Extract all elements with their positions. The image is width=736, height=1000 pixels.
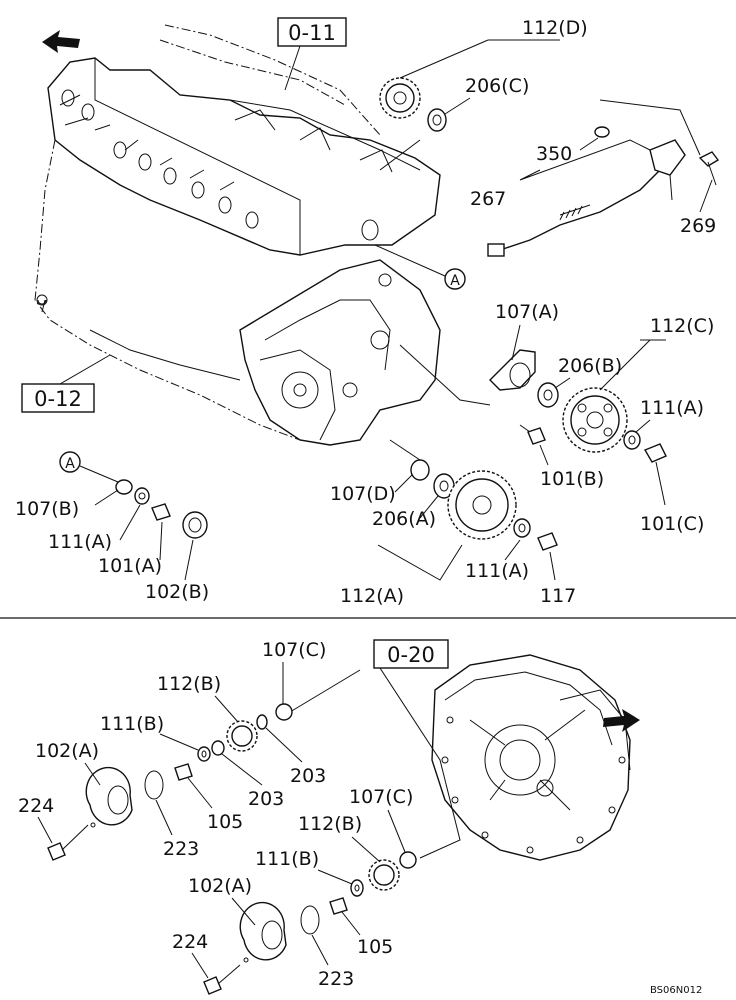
drawing-code: BS06N012: [650, 985, 702, 996]
cylinder-head-drawing: [47, 57, 441, 256]
bolt-105-bottom: [329, 897, 348, 915]
label-224-top: 224: [18, 795, 54, 817]
o-ring-223-top: [144, 770, 164, 800]
label-111b-bottom: 111(B): [255, 848, 319, 870]
washer-111a-left: [134, 487, 150, 505]
label-107d: 107(D): [330, 483, 396, 505]
cap-102b: [182, 511, 208, 539]
label-102b: 102(B): [145, 581, 209, 603]
cover-102a-top: [85, 766, 133, 828]
label-102a-top: 102(A): [35, 740, 99, 762]
label-111a-bottom: 111(A): [465, 560, 529, 582]
label-206a: 206(A): [372, 508, 436, 530]
label-112c: 112(C): [650, 315, 714, 337]
label-112a: 112(A): [340, 585, 404, 607]
shaft-107c-top: [275, 703, 293, 721]
lower-section: 0-20: [18, 639, 702, 996]
bolt-101b: [519, 424, 546, 445]
camshaft-gear-112d: [379, 77, 421, 119]
washer-203-top-b: [211, 740, 225, 756]
ref-marker-a-side: A: [59, 451, 119, 483]
label-224-bottom: 224: [172, 931, 208, 953]
label-111a-left: 111(A): [48, 531, 112, 553]
ref-box-cylinder-head: 0-11: [277, 17, 347, 91]
upper-section: 0-11 0-12 112(D) 206(C): [15, 17, 720, 607]
front-arrow-icon: [42, 30, 80, 53]
ref-marker-a-block: A: [374, 244, 466, 290]
svg-text:A: A: [450, 273, 460, 289]
label-112b-bottom: 112(B): [298, 813, 362, 835]
o-ring-223-bottom: [300, 905, 320, 935]
bushing-206b: [537, 382, 559, 408]
svg-text:0-11: 0-11: [288, 21, 336, 45]
label-111b-top: 111(B): [100, 713, 164, 735]
shaft-107d: [410, 459, 430, 481]
washer-111b-top: [197, 746, 211, 762]
gear-112b-top: [226, 720, 258, 752]
label-112b-top: 112(B): [157, 673, 221, 695]
front-arrow-lower-icon: [603, 709, 640, 732]
bolt-224-top: [47, 824, 89, 861]
label-117: 117: [540, 585, 576, 607]
label-102a-bottom: 102(A): [188, 875, 252, 897]
label-267: 267: [470, 188, 506, 210]
washer-203-top-a: [256, 714, 268, 730]
label-105-bottom: 105: [357, 936, 393, 958]
label-350: 350: [536, 143, 572, 165]
bolt-269: [698, 151, 720, 186]
svg-text:0-20: 0-20: [387, 643, 435, 667]
label-107c-bottom: 107(C): [349, 786, 413, 808]
label-101b: 101(B): [540, 468, 604, 490]
cover-102a-bottom: [239, 901, 287, 963]
sensor-harness-267: [487, 139, 686, 257]
valve-cover-outline-2: [159, 39, 346, 106]
label-111a-right: 111(A): [640, 397, 704, 419]
label-112d: 112(D): [522, 17, 588, 39]
idler-gear-112c: [562, 387, 628, 453]
ref-box-flywheel-housing: 0-20: [373, 639, 449, 669]
washer-111b-bottom: [350, 879, 364, 897]
label-105-top: 105: [207, 811, 243, 833]
plug-107b: [115, 479, 133, 495]
bushing-206a: [433, 473, 455, 499]
gear-112a: [447, 470, 517, 540]
shaft-107c-bottom: [399, 851, 417, 869]
label-203-a: 203: [290, 765, 326, 787]
label-223-top: 223: [163, 838, 199, 860]
label-101c: 101(C): [640, 513, 704, 535]
ref-box-cylinder-block: 0-12: [21, 354, 111, 413]
label-269: 269: [680, 215, 716, 237]
label-223-bottom: 223: [318, 968, 354, 990]
idler-shaft-107a: [489, 349, 536, 391]
label-206b: 206(B): [558, 355, 622, 377]
label-206c: 206(C): [465, 75, 529, 97]
bolt-117: [537, 532, 558, 551]
bolt-101c: [643, 443, 667, 463]
bushing-206c: [427, 108, 447, 132]
svg-text:0-12: 0-12: [34, 387, 82, 411]
flywheel-housing-drawing: [431, 654, 631, 861]
label-107b: 107(B): [15, 498, 79, 520]
o-ring-350: [594, 126, 610, 138]
bolt-224-bottom: [203, 964, 241, 995]
label-101a: 101(A): [98, 555, 162, 577]
label-203-b: 203: [248, 788, 284, 810]
valve-cover-outline: [164, 24, 381, 136]
bolt-101a: [151, 503, 171, 521]
label-107c-top: 107(C): [262, 639, 326, 661]
bolt-105-top: [174, 763, 193, 781]
gear-112b-bottom: [368, 859, 400, 891]
washer-111a-right: [623, 430, 641, 450]
svg-text:A: A: [65, 456, 75, 472]
label-107a: 107(A): [495, 301, 559, 323]
washer-111a-bottom: [513, 518, 531, 538]
cylinder-block-drawing: [34, 139, 441, 446]
